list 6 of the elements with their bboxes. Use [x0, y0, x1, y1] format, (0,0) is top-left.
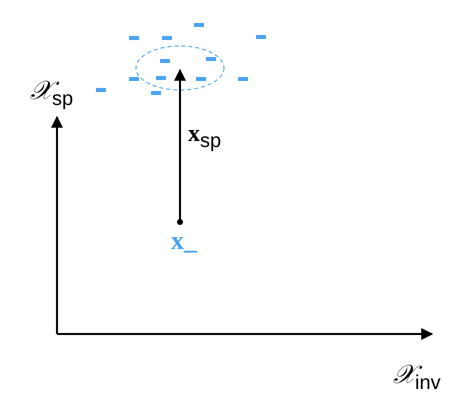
edge-label: x$_{sp}$ [188, 122, 222, 151]
dashed-ellipse [136, 46, 224, 90]
arrow [174, 68, 186, 225]
axis-label: 𝒳$_{inv}$ [393, 362, 441, 393]
axis-label: 𝒳$_{sp}$ [30, 78, 74, 109]
point-label: x_ [171, 228, 197, 254]
